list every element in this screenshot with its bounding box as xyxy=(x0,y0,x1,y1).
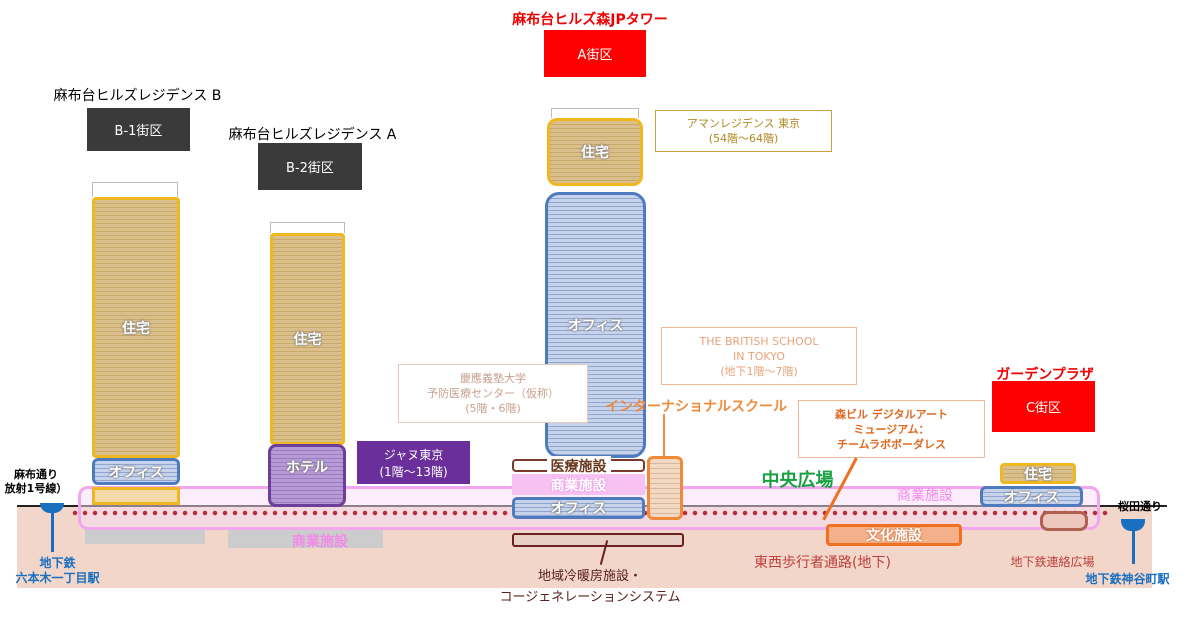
dhc-label: 地域冷暖房施設・ コージェネレーションシステム xyxy=(470,566,710,608)
road-left-line-1: 麻布通り xyxy=(14,468,58,481)
road-left-label: 麻布通り 放射1号線） xyxy=(0,468,72,496)
british-line-2: IN TOKYO xyxy=(733,349,785,363)
janu-floors: (1階〜13階) xyxy=(379,464,448,479)
intl-school-label: インターナショナルスクール xyxy=(605,399,787,415)
culture-facility: 文化施設 xyxy=(826,524,962,546)
road-left-line-2: 放射1号線） xyxy=(4,482,68,495)
b1-office: オフィス xyxy=(92,458,180,485)
teamlab-line-2: ミュージアム： xyxy=(853,422,930,436)
block-b1-name: 麻布台ヒルズレジデンス B xyxy=(53,88,222,104)
subway-plaza-label: 地下鉄連絡広場 xyxy=(1010,555,1095,569)
station-right-label: 地下鉄神谷町駅 xyxy=(1085,572,1170,586)
block-b2-name: 麻布台ヒルズレジデンス A xyxy=(228,127,397,143)
a-residence: 住宅 xyxy=(547,118,643,186)
dhc-line-2: コージェネレーションシステム xyxy=(499,590,681,605)
janu-note: ジャヌ東京 (1階〜13階) xyxy=(357,441,470,484)
b2-roof xyxy=(270,222,345,233)
intl-school-building xyxy=(647,456,683,520)
block-a-name: 麻布台ヒルズ森JPタワー xyxy=(512,12,668,28)
b1-roof xyxy=(92,182,178,197)
teamlab-note: 森ビル デジタルアート ミュージアム： チームラボボーダレス xyxy=(798,400,985,458)
teamlab-line-3: チームラボボーダレス xyxy=(836,437,947,451)
c-residence: 住宅 xyxy=(1000,463,1076,484)
british-school-note: THE BRITISH SCHOOL IN TOKYO (地下1階〜7階) xyxy=(661,327,857,385)
dhc-line-1: 地域冷暖房施設・ xyxy=(537,569,642,584)
block-c-label: C街区 xyxy=(992,381,1095,432)
teamlab-line-1: 森ビル デジタルアート xyxy=(835,407,948,421)
station-right-icon xyxy=(1121,519,1145,531)
station-left-line-2: 六本木一丁目駅 xyxy=(15,571,100,585)
commercial-label-c: 商業施設 xyxy=(897,488,953,504)
subway-plaza xyxy=(1040,511,1088,531)
a-commercial: 商業施設 xyxy=(512,474,645,495)
aman-name: アマンレジデンス 東京 xyxy=(686,117,801,130)
medical-label: 医療施設 xyxy=(546,455,611,476)
keio-line-2: 予防医療センター（仮称） xyxy=(427,387,559,400)
dhc-facility xyxy=(512,533,684,547)
janu-name: ジャヌ東京 xyxy=(383,447,444,462)
a-roof xyxy=(551,108,639,118)
walkway-label: 東西歩行者通路(地下) xyxy=(754,555,891,571)
station-left-shaft xyxy=(51,510,54,552)
b2-hotel: ホテル xyxy=(268,444,346,507)
station-right-shaft xyxy=(1132,528,1135,564)
station-left-label: 地下鉄 六本木一丁目駅 xyxy=(5,556,110,586)
station-left-icon xyxy=(40,503,64,513)
school-leader xyxy=(663,414,665,456)
road-right-label: 桜田通り xyxy=(1118,500,1162,513)
aman-floors: (54階〜64階) xyxy=(708,132,779,145)
b2-residence: 住宅 xyxy=(270,233,345,445)
aman-note: アマンレジデンス 東京 (54階〜64階) xyxy=(655,110,832,152)
british-line-3: (地下1階〜7階) xyxy=(720,364,798,378)
block-b2-label: B-2街区 xyxy=(258,143,362,190)
british-line-1: THE BRITISH SCHOOL xyxy=(699,334,819,348)
block-a-label: A街区 xyxy=(544,30,646,77)
station-left-line-1: 地下鉄 xyxy=(39,556,76,570)
a-podium-office: オフィス xyxy=(512,497,645,519)
basement-slab xyxy=(85,530,205,544)
keio-line-3: (5階・6階) xyxy=(465,402,521,415)
block-c-name: ガーデンプラザ xyxy=(996,367,1094,383)
central-plaza-label: 中央広場 xyxy=(761,470,834,491)
block-b1-label: B-1街区 xyxy=(87,108,190,151)
commercial-label-b: 商業施設 xyxy=(292,534,348,550)
b1-base xyxy=(92,487,180,505)
b1-residence: 住宅 xyxy=(92,197,180,458)
keio-line-1: 慶應義塾大学 xyxy=(460,372,526,385)
basement-slab xyxy=(228,530,383,548)
c-office: オフィス xyxy=(980,486,1083,507)
keio-note: 慶應義塾大学 予防医療センター（仮称） (5階・6階) xyxy=(398,364,588,423)
medical-facility: 医療施設 xyxy=(512,455,645,476)
